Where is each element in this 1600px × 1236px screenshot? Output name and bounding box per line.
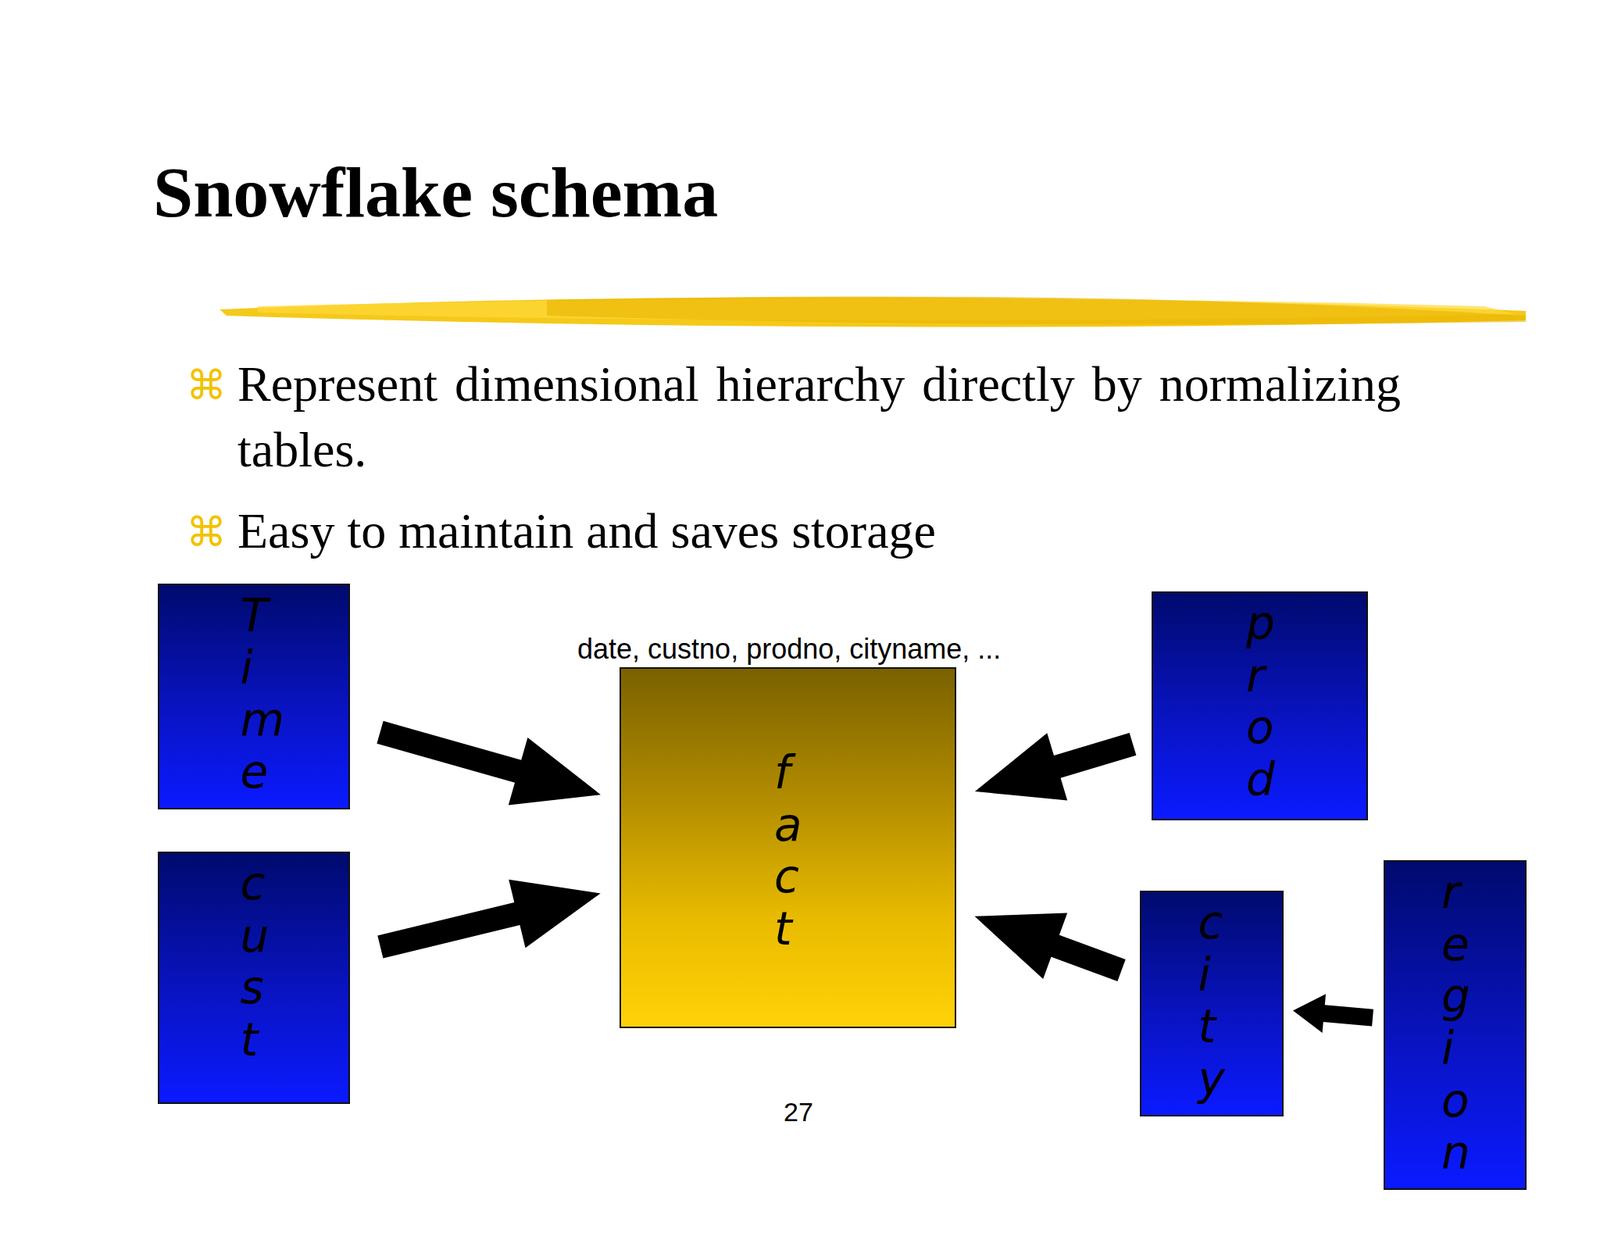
dimension-table: cust <box>157 851 350 1104</box>
slide-title: Snowflake schema <box>153 153 718 233</box>
table-columns: date, custno, prodno, cityname, ... <box>577 632 1001 666</box>
table-name: prod <box>1246 597 1274 807</box>
dimension-table: region <box>1383 860 1527 1190</box>
dimension-table: prod <box>1151 591 1368 821</box>
bullet-text: Represent dimensional hierarchy directly… <box>237 351 1401 483</box>
bullet-text: Easy to maintain and saves storage <box>237 498 1401 565</box>
dimension-table: Time <box>157 583 350 810</box>
table-name: region <box>1441 866 1469 1179</box>
table-name: fact <box>774 746 802 956</box>
fact-table: date, custno, prodno, cityname, ...fact <box>619 667 957 1029</box>
page-number: 27 <box>783 1096 814 1128</box>
bullet-symbol: ⌘ <box>185 507 227 557</box>
bullet-symbol: ⌘ <box>185 360 227 410</box>
block-arrow <box>376 721 601 806</box>
block-arrow <box>1292 993 1374 1033</box>
block-arrow <box>975 732 1137 801</box>
block-arrow <box>975 913 1126 983</box>
table-name: Time <box>240 589 268 799</box>
table-name: cust <box>240 857 268 1067</box>
dimension-table: city <box>1139 890 1284 1117</box>
table-name: city <box>1198 896 1226 1106</box>
block-arrow <box>377 879 600 959</box>
brush-stroke <box>219 296 1526 327</box>
